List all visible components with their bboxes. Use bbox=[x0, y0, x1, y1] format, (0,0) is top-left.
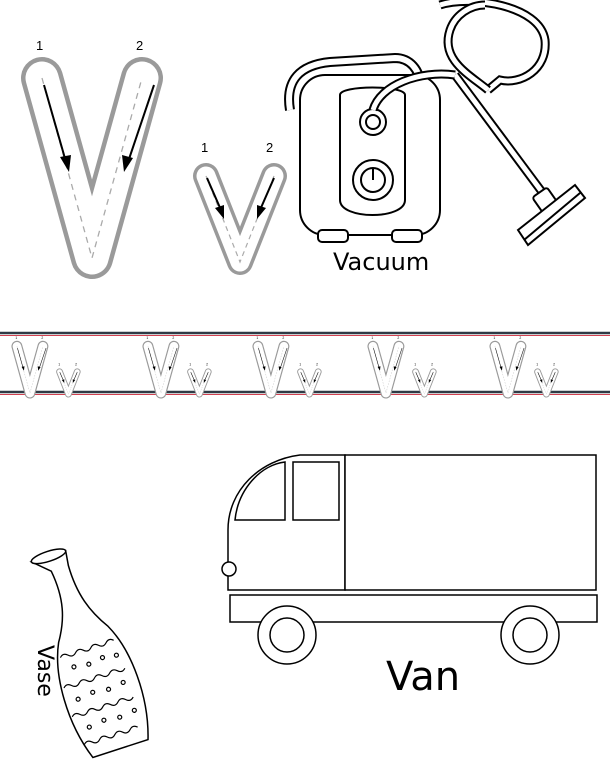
stroke-arrow-icon bbox=[278, 348, 288, 371]
stroke-arrow-icon bbox=[148, 348, 156, 371]
vase-picture bbox=[29, 548, 149, 759]
stroke-number-1: 1 bbox=[201, 140, 208, 155]
lowercase-v-tracing: 1 2 bbox=[412, 363, 437, 398]
stroke-arrow-icon bbox=[257, 177, 275, 219]
uppercase-v-tracing: 1 2 bbox=[11, 336, 49, 399]
stroke-arrow-icon bbox=[203, 372, 209, 383]
stroke-number-2: 2 bbox=[136, 38, 143, 53]
lowercase-v-tracing: 1 2 bbox=[297, 363, 322, 398]
uppercase-v-tracing: 1 2 bbox=[252, 336, 290, 399]
stroke-arrow-icon bbox=[428, 372, 434, 383]
lowercase-v-tracing: 1 2 bbox=[187, 363, 212, 398]
stroke-number-2: 2 bbox=[553, 363, 555, 367]
stroke-arrow-icon bbox=[300, 372, 306, 383]
stroke-number-2: 2 bbox=[172, 336, 174, 340]
lowercase-v-tracing: 1 2 bbox=[534, 363, 559, 398]
stroke-number-1: 1 bbox=[371, 336, 373, 340]
uppercase-v-tracing: 1 2 bbox=[21, 38, 163, 279]
stroke-arrow-icon bbox=[168, 348, 178, 371]
vacuum-cleaner-picture: Vacuum bbox=[284, 0, 587, 276]
stroke-arrow-icon bbox=[313, 372, 319, 383]
stroke-number-2: 2 bbox=[206, 363, 208, 367]
stroke-arrow-icon bbox=[258, 348, 266, 371]
van-picture: Van bbox=[221, 454, 598, 700]
stroke-arrow-icon bbox=[550, 372, 556, 383]
uppercase-v-tracing: 1 2 bbox=[142, 336, 180, 399]
stroke-number-1: 1 bbox=[58, 363, 60, 367]
stroke-number-2: 2 bbox=[41, 336, 43, 340]
stroke-arrow-icon bbox=[495, 348, 503, 371]
stroke-arrow-icon bbox=[59, 372, 65, 383]
van-label: Van bbox=[386, 654, 460, 700]
vase-label: Vase bbox=[32, 645, 57, 697]
stroke-arrow-icon bbox=[17, 348, 25, 371]
strip-letter-pair: 1 2 1 2 bbox=[252, 336, 322, 399]
vacuum-label: Vacuum bbox=[333, 248, 429, 276]
stroke-number-2: 2 bbox=[397, 336, 399, 340]
stroke-number-2: 2 bbox=[75, 363, 77, 367]
stroke-number-2: 2 bbox=[519, 336, 521, 340]
stroke-number-2: 2 bbox=[282, 336, 284, 340]
stroke-arrow-icon bbox=[122, 84, 155, 172]
strip-letter-pair: 1 2 1 2 bbox=[489, 336, 559, 399]
strip-letter-pair: 1 2 1 2 bbox=[367, 336, 437, 399]
stroke-number-2: 2 bbox=[266, 140, 273, 155]
stroke-number-1: 1 bbox=[299, 363, 301, 367]
stroke-arrow-icon bbox=[37, 348, 47, 371]
letter-strip: 1 2 1 2 bbox=[0, 331, 610, 399]
stroke-arrow-icon bbox=[206, 177, 224, 219]
lowercase-v-tracing: 1 2 bbox=[56, 363, 81, 398]
stroke-number-1: 1 bbox=[536, 363, 538, 367]
stroke-number-1: 1 bbox=[414, 363, 416, 367]
uppercase-v-tracing: 1 2 bbox=[367, 336, 405, 399]
stroke-number-1: 1 bbox=[493, 336, 495, 340]
uppercase-v-tracing: 1 2 bbox=[489, 336, 527, 399]
lowercase-v-tracing: 1 2 bbox=[193, 140, 287, 275]
stroke-number-2: 2 bbox=[431, 363, 433, 367]
stroke-number-1: 1 bbox=[36, 38, 43, 53]
strip-letter-pair: 1 2 1 2 bbox=[11, 336, 81, 399]
stroke-arrow-icon bbox=[415, 372, 421, 383]
stroke-arrow-icon bbox=[190, 372, 196, 383]
stroke-number-1: 1 bbox=[15, 336, 17, 340]
stroke-arrow-icon bbox=[373, 348, 381, 371]
stroke-number-1: 1 bbox=[146, 336, 148, 340]
stroke-number-2: 2 bbox=[316, 363, 318, 367]
stroke-arrow-icon bbox=[515, 348, 525, 371]
stroke-arrow-icon bbox=[537, 372, 543, 383]
letter-tracing-group: 1 2 1 2 bbox=[21, 38, 287, 279]
stroke-number-1: 1 bbox=[256, 336, 258, 340]
stroke-number-1: 1 bbox=[189, 363, 191, 367]
stroke-arrow-icon bbox=[43, 84, 71, 172]
strip-letter-pair: 1 2 1 2 bbox=[142, 336, 212, 399]
stroke-arrow-icon bbox=[72, 372, 78, 383]
stroke-arrow-icon bbox=[393, 348, 403, 371]
